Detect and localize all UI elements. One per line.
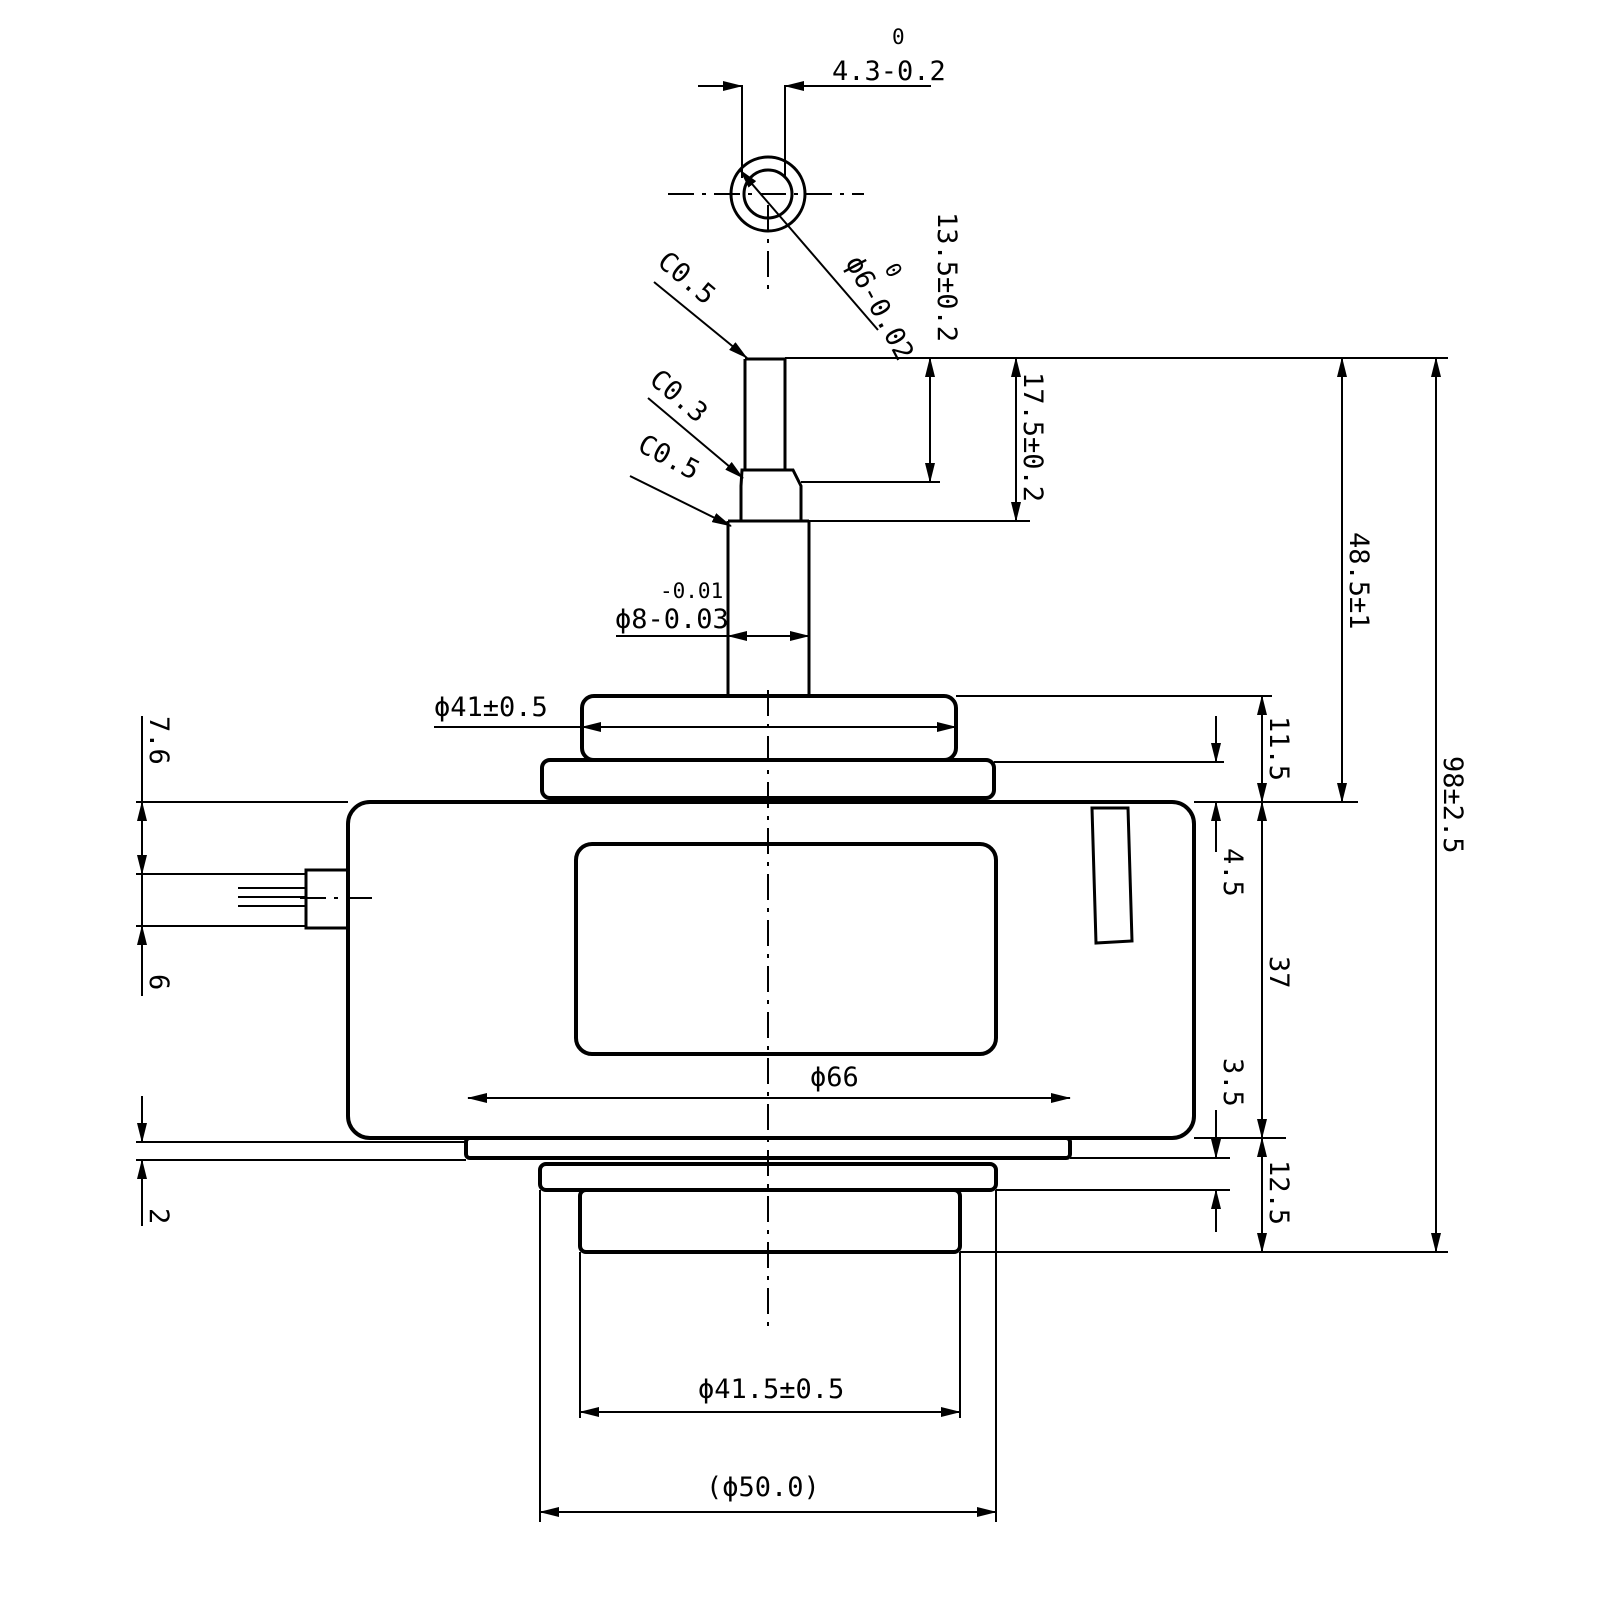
dim-lead-upper: 7.6 bbox=[143, 716, 174, 765]
dim-body-height: 37 bbox=[1263, 956, 1294, 989]
dim-bottom-gap: 2 bbox=[143, 1208, 174, 1224]
shaft-width-dim: 4.3-0.2 bbox=[832, 56, 946, 87]
shaft-dia-dim: ϕ6-0.02 bbox=[839, 251, 920, 366]
dim-flange-step: 4.5 bbox=[1217, 848, 1248, 897]
shaft-width-tol-upper: 0 bbox=[892, 25, 905, 49]
dim-bottom-boss-height: 12.5 bbox=[1263, 1160, 1294, 1225]
flange-bottom-dia: (ϕ50.0) bbox=[706, 1472, 820, 1503]
body-tab bbox=[1090, 806, 1134, 945]
dim-bottom-flange: 3.5 bbox=[1217, 1058, 1248, 1107]
chamfer-mid-leader bbox=[647, 397, 744, 479]
dim-flat-length: 13.5±0.2 bbox=[931, 212, 962, 342]
shaft-top-view bbox=[668, 81, 931, 331]
dim-lead-lower: 6 bbox=[143, 974, 174, 990]
shaft-side-view bbox=[616, 357, 811, 696]
dim-overall-height: 98±2.5 bbox=[1437, 756, 1468, 854]
lead-wires bbox=[238, 887, 306, 907]
shaft-dia-tol-upper: 0 bbox=[880, 259, 907, 281]
dim-boss-top-height: 11.5 bbox=[1263, 716, 1294, 781]
lower-shaft-tol-upper: -0.01 bbox=[660, 579, 723, 603]
boss-top-dia: ϕ41±0.5 bbox=[434, 692, 548, 723]
boss-bottom-dia: ϕ41.5±0.5 bbox=[698, 1374, 844, 1405]
chamfer-top-leader bbox=[653, 281, 748, 359]
dim-shaft-length: 48.5±1 bbox=[1343, 532, 1374, 630]
shaft-top-segment bbox=[743, 357, 787, 470]
shaft-dia-leader bbox=[739, 169, 879, 331]
shaft-middle-segment bbox=[739, 468, 803, 523]
chamfer-top-label: C0.5 bbox=[652, 246, 722, 312]
lower-shaft-dia: ϕ8-0.03 bbox=[615, 604, 729, 635]
body-label-window bbox=[574, 842, 998, 1056]
shaft-lower-segment bbox=[726, 519, 811, 696]
chamfer-low-leader bbox=[629, 475, 732, 527]
chamfer-mid-label: C0.3 bbox=[644, 364, 714, 430]
bottom-boss bbox=[578, 1188, 962, 1254]
body-dia: ϕ66 bbox=[810, 1062, 859, 1093]
dim-shaft-step: 17.5±0.2 bbox=[1017, 372, 1048, 502]
